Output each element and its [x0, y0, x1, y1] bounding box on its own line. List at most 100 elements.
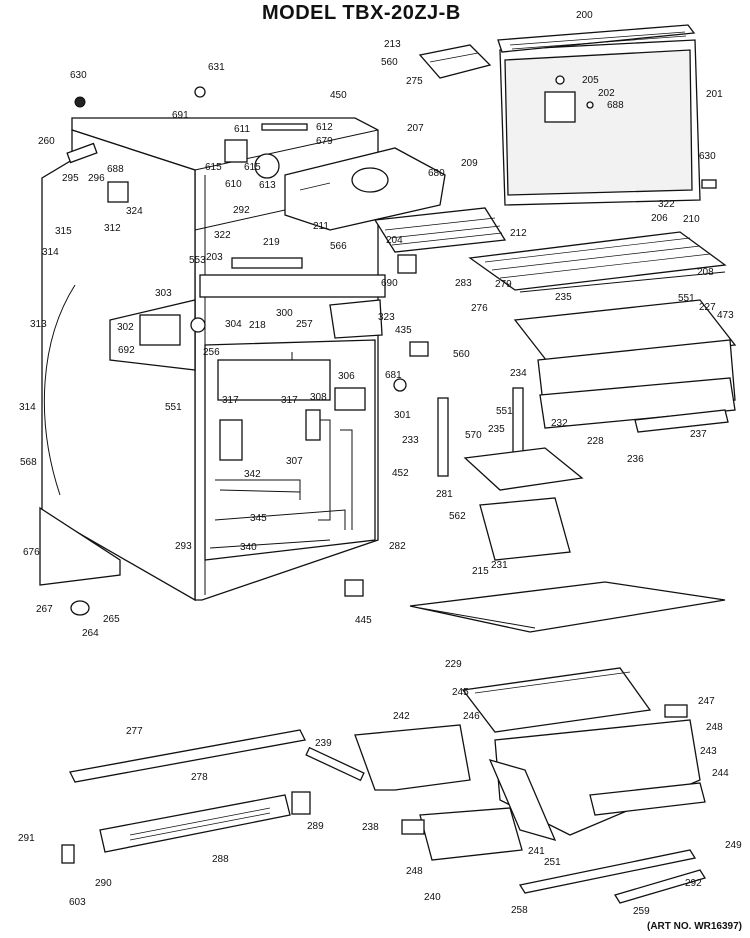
part-label: 215 — [472, 566, 489, 577]
knob-304 — [190, 317, 206, 333]
ice-tray-213 — [418, 44, 492, 79]
part-label: 243 — [700, 746, 717, 757]
part-label: 256 — [203, 347, 220, 358]
hinge-247 — [664, 704, 688, 718]
part-label: 267 — [36, 604, 53, 615]
crisper-cover-245 — [461, 667, 652, 733]
part-label: 260 — [38, 136, 55, 147]
part-label: 317 — [281, 395, 298, 406]
part-label: 450 — [330, 90, 347, 101]
rail-277 — [69, 729, 306, 783]
part-label: 315 — [55, 226, 72, 237]
part-label: 551 — [496, 406, 513, 417]
part-label: 612 — [316, 122, 333, 133]
plug-631 — [194, 86, 206, 98]
part-label: 692 — [118, 345, 135, 356]
part-label: 473 — [717, 310, 734, 321]
part-label: 259 — [633, 906, 650, 917]
part-label: 278 — [191, 772, 208, 783]
part-label: 233 — [402, 435, 419, 446]
part-label: 301 — [394, 410, 411, 421]
part-label: 340 — [240, 542, 257, 553]
tube-313 — [43, 284, 76, 496]
part-label: 688 — [107, 164, 124, 175]
part-label: 631 — [208, 62, 225, 73]
part-label: 281 — [436, 489, 453, 500]
part-label: 551 — [678, 293, 695, 304]
part-label: 322 — [214, 230, 231, 241]
part-label: 345 — [250, 513, 267, 524]
part-label: 248 — [406, 866, 423, 877]
part-label: 303 — [155, 288, 172, 299]
part-label: 603 — [69, 897, 86, 908]
part-label: 257 — [296, 319, 313, 330]
rail-259 — [613, 869, 707, 904]
part-label: 289 — [307, 821, 324, 832]
part-label: 688 — [607, 100, 624, 111]
part-label: 212 — [510, 228, 527, 239]
part-label: 228 — [587, 436, 604, 447]
part-label: 679 — [316, 136, 333, 147]
part-label: 219 — [263, 237, 280, 248]
glass-shelf-229 — [409, 581, 726, 633]
part-label: 208 — [697, 267, 714, 278]
part-label: 211 — [313, 221, 329, 232]
part-label: 292 — [233, 205, 250, 216]
part-label: 282 — [389, 541, 406, 552]
part-label: 288 — [212, 854, 229, 865]
part-label: 551 — [165, 402, 182, 413]
part-label: 283 — [455, 278, 472, 289]
part-label: 615 — [205, 162, 222, 173]
bracket-289 — [291, 791, 311, 815]
wire-shelf-206 — [468, 231, 727, 293]
part-label: 234 — [510, 368, 527, 379]
part-label: 218 — [249, 320, 266, 331]
part-label: 242 — [393, 711, 410, 722]
part-label: 291 — [18, 833, 35, 844]
part-label: 324 — [126, 206, 143, 217]
part-label: 245 — [452, 687, 469, 698]
part-label: 560 — [453, 349, 470, 360]
plug-630b — [701, 179, 717, 189]
part-label: 279 — [495, 279, 512, 290]
part-label: 202 — [598, 88, 615, 99]
part-label: 314 — [19, 402, 36, 413]
bin-215 — [479, 497, 571, 561]
part-label: 610 — [225, 179, 242, 190]
part-label: 322 — [658, 199, 675, 210]
freezer-door-liner — [497, 24, 701, 206]
part-label: 240 — [424, 892, 441, 903]
part-label: 249 — [725, 840, 742, 851]
part-label: 251 — [544, 857, 561, 868]
diagram-title: MODEL TBX-20ZJ-B — [262, 2, 461, 24]
part-label: 690 — [381, 278, 398, 289]
freezer-shelf-212 — [373, 207, 507, 253]
part-label: 452 — [392, 468, 409, 479]
light-housing-306 — [217, 359, 331, 401]
part-label: 276 — [471, 303, 488, 314]
part-label: 304 — [225, 319, 242, 330]
part-label: 206 — [651, 213, 668, 224]
harness-445 — [344, 579, 364, 597]
part-label: 200 — [576, 10, 593, 21]
part-label: 676 — [23, 547, 40, 558]
part-label: 562 — [449, 511, 466, 522]
part-label: 342 — [244, 469, 261, 480]
divider-251 — [488, 758, 557, 842]
part-label: 691 — [172, 110, 189, 121]
part-label: 681 — [385, 370, 402, 381]
thermostat-303 — [139, 314, 181, 346]
part-label: 201 — [706, 89, 723, 100]
part-label: 680 — [428, 168, 445, 179]
rail-258 — [518, 849, 697, 894]
part-label: 445 — [355, 615, 372, 626]
part-label: 630 — [70, 70, 87, 81]
part-label: 296 — [88, 173, 105, 184]
shelf-ladder-233 — [437, 397, 449, 477]
part-label: 246 — [463, 711, 480, 722]
part-label: 235 — [488, 424, 505, 435]
bracket-291 — [61, 844, 75, 864]
heater-260 — [66, 142, 98, 164]
